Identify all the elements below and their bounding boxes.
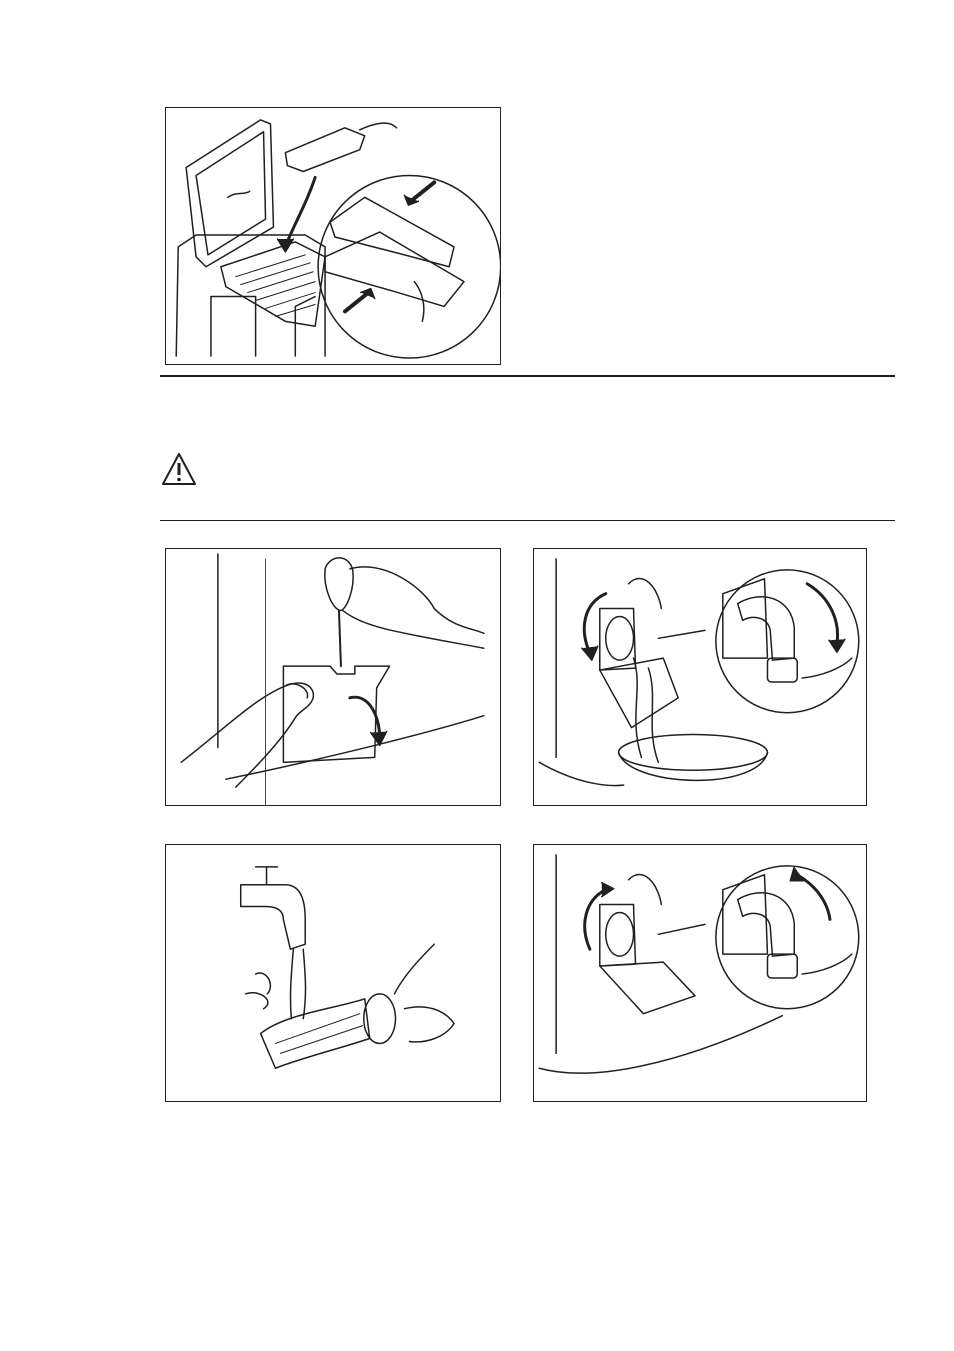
section-divider-bottom (160, 520, 895, 521)
tray-icon (285, 128, 364, 172)
filter-icon (606, 912, 634, 956)
arrow-icon (584, 594, 605, 654)
figure-unscrew-filter (533, 548, 867, 806)
flap-icon (600, 658, 678, 727)
figure-remove-softener-tray (165, 107, 501, 365)
warning-notice (160, 451, 198, 487)
figure-refit-filter (533, 844, 867, 1102)
machine-body (176, 235, 325, 356)
magnifier-circle-icon (716, 866, 859, 1009)
refit-filter-illustration (534, 845, 866, 1101)
unscrew-filter-illustration (534, 549, 866, 805)
warning-triangle-icon (160, 451, 198, 487)
flap-icon (600, 962, 695, 1014)
section-divider-top (160, 375, 895, 377)
figure-rinse-filter (165, 844, 501, 1102)
filter-icon (606, 616, 634, 660)
arrow-icon (585, 890, 606, 950)
water-icon (291, 949, 294, 1018)
softener-tray-illustration (166, 108, 500, 364)
screwdriver-icon (325, 558, 353, 611)
arrow-icon (285, 177, 315, 246)
tap-icon (241, 885, 305, 949)
open-flap-illustration (166, 549, 500, 805)
hand-icon (360, 123, 397, 130)
hand-icon (395, 944, 435, 994)
hand-icon (181, 683, 313, 787)
filter-icon (261, 999, 370, 1068)
water-icon (634, 658, 642, 757)
figure-open-filter-flap (165, 548, 501, 806)
rinse-filter-illustration (166, 845, 500, 1101)
bowl-icon (619, 735, 768, 771)
